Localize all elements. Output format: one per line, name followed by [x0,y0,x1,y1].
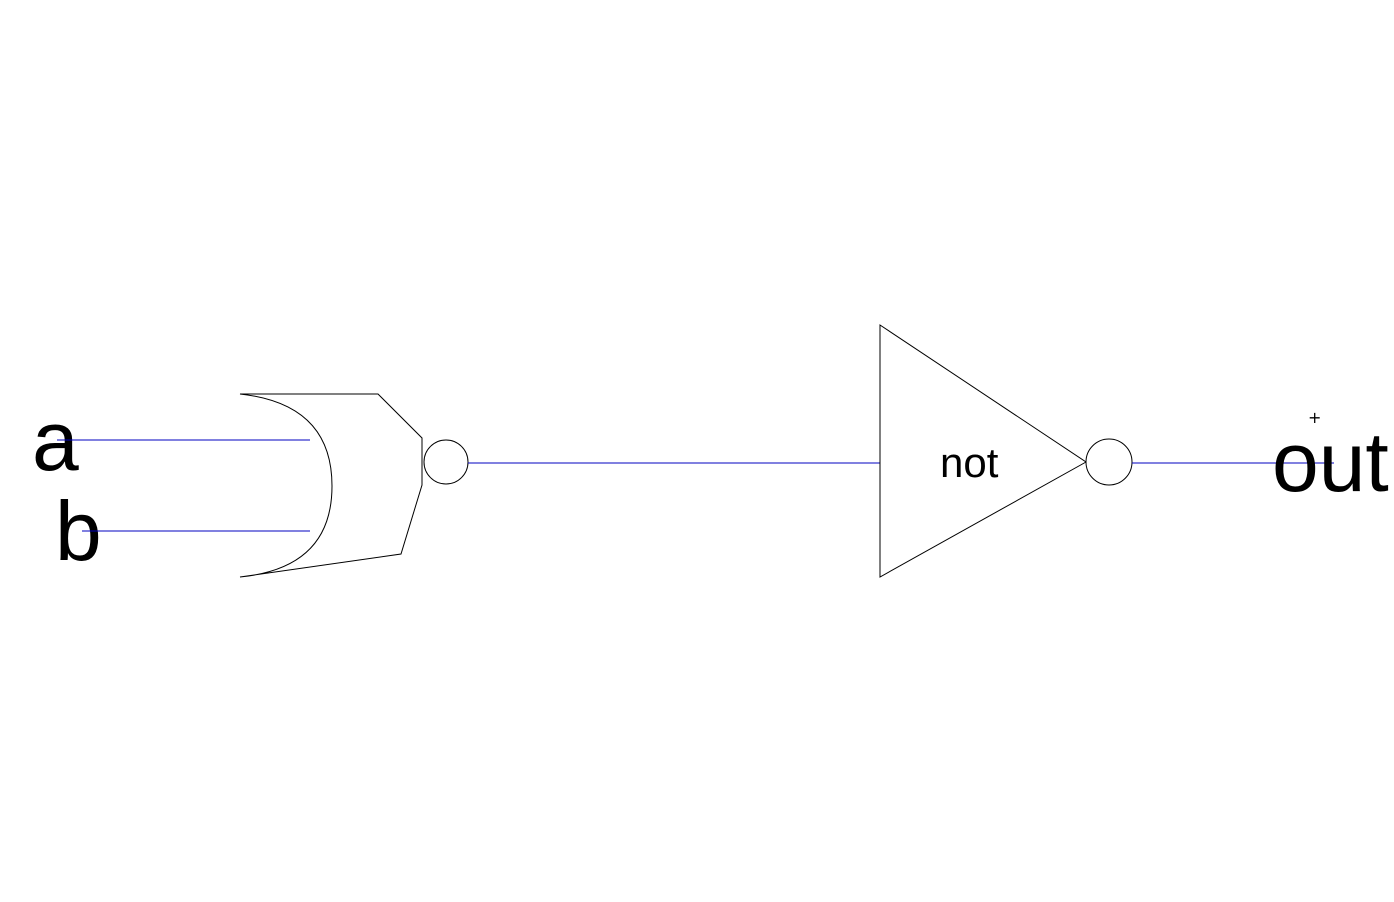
output-marker: + [1308,408,1321,427]
input-a-label: a [32,394,79,488]
nor-bubble [423,439,469,485]
not-bubble [1085,438,1133,486]
nor-gate [239,393,423,578]
not-gate-label: not [940,439,999,486]
output-label: out [1272,415,1389,509]
not-gate [879,324,1087,578]
